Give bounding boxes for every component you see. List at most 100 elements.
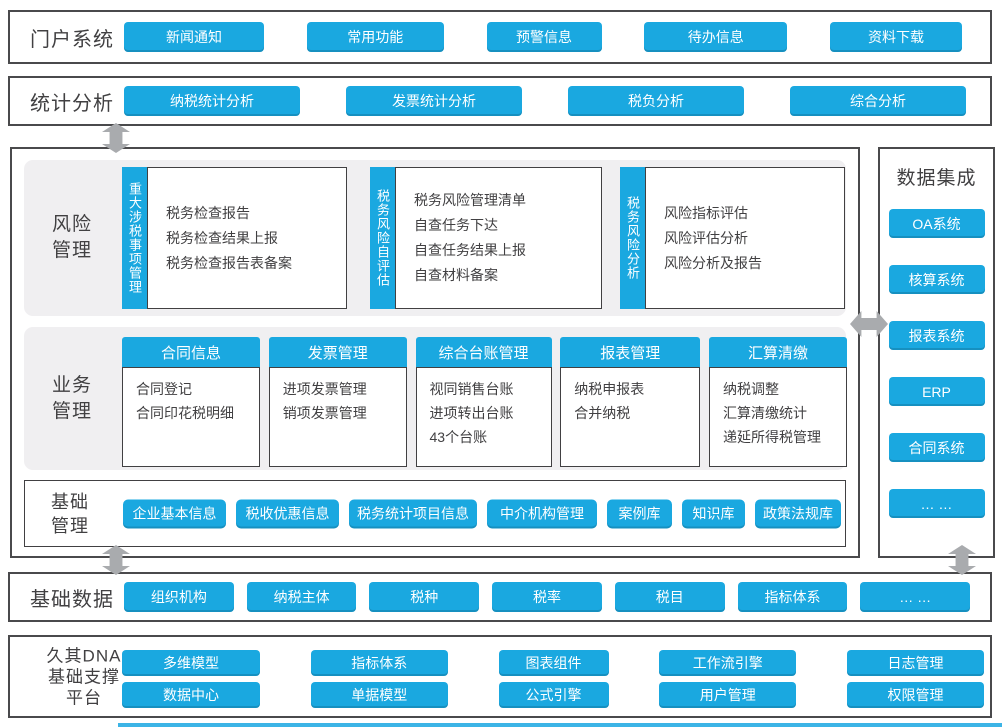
stats-button-row: 纳税统计分析 发票统计分析 税负分析 综合分析 [124, 86, 990, 116]
business-col-report-mgmt: 报表管理 纳税申报表 合并纳税 [560, 337, 701, 467]
risk-group-items: 风险指标评估 风险评估分析 风险分析及报告 [645, 167, 845, 309]
business-col-items: 纳税调整 汇算清缴统计 递延所得税管理 [709, 367, 847, 467]
data-integration-sidebar: 数据集成 OA系统 核算系统 报表系统 ERP 合同系统 … … [878, 147, 995, 558]
integration-item-contract: 合同系统 [888, 433, 985, 462]
platform-item-multidim-model: 多维模型 [122, 650, 260, 676]
portal-section: 门户系统 新闻通知 常用功能 预警信息 待办信息 资料下载 [8, 10, 992, 64]
risk-item: 自查任务结果上报 [414, 242, 526, 258]
business-item: 进项发票管理 [282, 381, 367, 397]
integration-item-reporting: 报表系统 [888, 321, 985, 350]
bottom-accent-strip [118, 723, 1002, 727]
business-item: 合并纳税 [574, 405, 631, 421]
base-data-item-organization: 组织机构 [124, 582, 234, 612]
business-management-panel: 业务 管理 合同信息 合同登记 合同印花税明细 发票管理 进项发票管理 销项发票… [24, 327, 847, 470]
base-data-item-indicator-system: 指标体系 [737, 582, 848, 612]
business-col-header: 汇算清缴 [709, 337, 847, 367]
platform-item-log-mgmt: 日志管理 [847, 650, 984, 676]
base-management-button-row: 企业基本信息 税收优惠信息 税务统计项目信息 中介机构管理 案例库 知识库 政策… [123, 499, 841, 528]
business-item: 进项转出台账 [429, 405, 514, 421]
base-data-item-taxpayer: 纳税主体 [246, 582, 357, 612]
business-col-contract-info: 合同信息 合同登记 合同印花税明细 [122, 337, 260, 467]
business-col-header: 报表管理 [560, 337, 701, 367]
platform-item-user-mgmt: 用户管理 [659, 682, 797, 708]
portal-item-news: 新闻通知 [124, 22, 264, 52]
base-management-title: 基础 管理 [51, 491, 89, 536]
data-integration-title: 数据集成 [896, 168, 977, 189]
portal-button-row: 新闻通知 常用功能 预警信息 待办信息 资料下载 [124, 22, 990, 52]
platform-item-data-center: 数据中心 [122, 682, 260, 708]
base-data-title: 基础数据 [30, 588, 114, 611]
risk-panel-title: 风险 管理 [52, 214, 93, 261]
business-col-final-settlement: 汇算清缴 纳税调整 汇算清缴统计 递延所得税管理 [709, 337, 847, 467]
business-item: 合同登记 [136, 381, 192, 397]
integration-item-oa: OA系统 [888, 209, 985, 238]
risk-group-tab: 税务风险分析 [620, 167, 645, 309]
risk-group-major-tax-matters: 重大涉税事项管理 税务检查报告 税务检查结果上报 税务检查报告表备案 [122, 167, 347, 309]
risk-group-items: 税务风险管理清单 自查任务下达 自查任务结果上报 自查材料备案 [395, 167, 602, 309]
integration-item-erp: ERP [888, 377, 985, 406]
base-mgmt-item-knowledge-library: 知识库 [682, 499, 745, 528]
risk-management-panel: 风险 管理 重大涉税事项管理 税务检查报告 税务检查结果上报 税务检查报告表备案… [24, 160, 846, 316]
business-item: 销项发票管理 [282, 405, 367, 421]
business-item: 视同销售台账 [429, 381, 514, 397]
platform-item-chart-components: 图表组件 [498, 650, 609, 676]
stats-item-tax-burden: 税负分析 [568, 86, 744, 116]
base-data-item-tax-type: 税种 [369, 582, 480, 612]
base-mgmt-item-tax-stat-project: 税务统计项目信息 [349, 499, 477, 528]
portal-item-todo: 待办信息 [644, 22, 788, 52]
stats-section: 统计分析 纳税统计分析 发票统计分析 税负分析 综合分析 [8, 76, 992, 126]
base-data-button-row: 组织机构 纳税主体 税种 税率 税目 指标体系 … … [124, 582, 990, 612]
main-content-box: 风险 管理 重大涉税事项管理 税务检查报告 税务检查结果上报 税务检查报告表备案… [10, 147, 860, 558]
risk-item: 税务风险管理清单 [414, 192, 526, 208]
platform-section: 久其DNA 基础支撑 平台 多维模型 指标体系 图表组件 工作流引擎 日志管理 … [8, 635, 992, 718]
integration-item-accounting: 核算系统 [888, 265, 985, 294]
risk-item: 税务检查报告 [166, 204, 250, 221]
business-col-header: 综合台账管理 [415, 337, 552, 367]
risk-item: 风险分析及报告 [664, 254, 762, 271]
business-item: 43个台账 [429, 429, 488, 445]
business-col-header: 发票管理 [268, 337, 407, 367]
base-management-panel: 基础 管理 企业基本信息 税收优惠信息 税务统计项目信息 中介机构管理 案例库 … [24, 480, 846, 547]
business-item: 纳税调整 [723, 381, 779, 397]
risk-item: 自查材料备案 [414, 267, 498, 283]
business-columns: 合同信息 合同登记 合同印花税明细 发票管理 进项发票管理 销项发票管理 综合台… [122, 337, 847, 467]
base-mgmt-item-intermediary: 中介机构管理 [487, 499, 597, 528]
business-col-items: 视同销售台账 进项转出台账 43个台账 [415, 367, 552, 467]
platform-grid: 多维模型 指标体系 图表组件 工作流引擎 日志管理 数据中心 单据模型 公式引擎… [122, 650, 984, 708]
business-item: 纳税申报表 [574, 381, 645, 397]
business-panel-title: 业务 管理 [52, 374, 93, 422]
base-mgmt-item-case-library: 案例库 [607, 499, 672, 528]
business-col-items: 进项发票管理 销项发票管理 [268, 367, 407, 467]
portal-item-alerts: 预警信息 [486, 22, 602, 52]
platform-item-formula-engine: 公式引擎 [498, 682, 609, 708]
portal-item-common-functions: 常用功能 [306, 22, 444, 52]
business-item: 递延所得税管理 [723, 429, 821, 445]
business-col-items: 纳税申报表 合并纳税 [560, 367, 701, 467]
risk-item: 风险指标评估 [664, 204, 748, 221]
business-col-items: 合同登记 合同印花税明细 [122, 367, 260, 467]
base-data-item-tax-rate: 税率 [492, 582, 602, 612]
integration-item-more: … … [888, 489, 985, 518]
risk-item: 税务检查结果上报 [166, 229, 278, 246]
risk-group-tab: 税务风险自评估 [370, 167, 395, 309]
portal-item-downloads: 资料下载 [830, 22, 962, 52]
business-item: 合同印花税明细 [136, 405, 234, 421]
business-col-header: 合同信息 [122, 337, 260, 367]
risk-group-self-assessment: 税务风险自评估 税务风险管理清单 自查任务下达 自查任务结果上报 自查材料备案 [370, 167, 602, 309]
business-col-invoice-mgmt: 发票管理 进项发票管理 销项发票管理 [268, 337, 407, 467]
portal-section-title: 门户系统 [30, 28, 114, 51]
base-data-item-more: … … [860, 582, 971, 612]
base-data-section: 基础数据 组织机构 纳税主体 税种 税率 税目 指标体系 … … [8, 572, 992, 622]
platform-item-workflow-engine: 工作流引擎 [659, 650, 797, 676]
risk-item: 自查任务下达 [414, 217, 498, 233]
base-mgmt-item-policy-library: 政策法规库 [755, 499, 841, 528]
risk-group-risk-analysis: 税务风险分析 风险指标评估 风险评估分析 风险分析及报告 [620, 167, 845, 309]
platform-title: 久其DNA 基础支撑 平台 [46, 646, 122, 707]
stats-section-title: 统计分析 [30, 92, 114, 115]
base-data-item-tax-item: 税目 [614, 582, 725, 612]
base-mgmt-item-tax-preference: 税收优惠信息 [236, 499, 339, 528]
risk-item: 风险评估分析 [664, 229, 748, 246]
risk-item: 税务检查报告表备案 [166, 254, 292, 271]
risk-group-items: 税务检查报告 税务检查结果上报 税务检查报告表备案 [147, 167, 347, 309]
